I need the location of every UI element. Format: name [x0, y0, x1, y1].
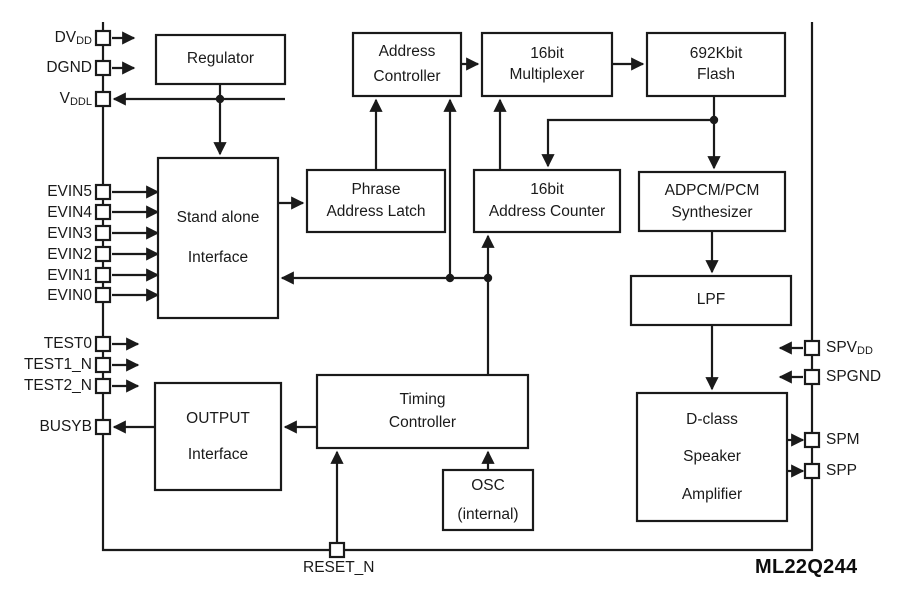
pin-box-evin1	[94, 266, 112, 284]
block-osc	[441, 468, 535, 532]
pin-box-dvdd	[94, 29, 112, 47]
pin-label-spp: SPP	[826, 463, 857, 479]
pin-label-dgnd: DGND	[0, 60, 92, 76]
pin-label-evin0-text: EVIN0	[47, 287, 92, 304]
pin-box-evin2	[94, 245, 112, 263]
block-stand-alone	[156, 156, 280, 320]
pin-label-reset-n-text: RESET_N	[303, 559, 375, 576]
pin-label-evin2-text: EVIN2	[47, 246, 92, 263]
pin-label-dvdd-text: DV	[54, 29, 77, 46]
pin-label-spgnd: SPGND	[826, 369, 881, 385]
block-phrase-latch	[305, 168, 447, 234]
pin-label-busyb-text: BUSYB	[39, 418, 92, 435]
pin-label-evin5-text: EVIN5	[47, 183, 92, 200]
block-adpcm	[637, 170, 787, 233]
pin-label-evin3-text: EVIN3	[47, 225, 92, 242]
pin-label-test1-n-text: TEST1_N	[23, 356, 92, 373]
pin-label-dvdd: DVDD	[0, 29, 92, 47]
wire-flash-to-counter	[541, 118, 714, 168]
block-output-interface	[153, 381, 283, 492]
pin-label-spgnd-text: SPGND	[826, 368, 882, 385]
pin-box-spvdd	[803, 339, 821, 357]
pin-box-vddl	[94, 90, 112, 108]
pin-box-test1-n	[94, 356, 112, 374]
pin-box-evin5	[94, 183, 112, 201]
block-address-counter	[472, 168, 622, 234]
block-timing-controller	[315, 373, 530, 450]
block-regulator	[154, 33, 287, 86]
pin-label-spvdd: SPVDD	[826, 339, 873, 357]
block-multiplexer	[480, 31, 614, 98]
part-number: ML22Q244	[755, 556, 858, 578]
pin-label-test1-n: TEST1_N	[0, 357, 92, 373]
pin-box-evin3	[94, 224, 112, 242]
pin-label-evin5: EVIN5	[0, 184, 92, 200]
pin-label-vddl: VDDL	[0, 90, 92, 108]
pin-box-dgnd	[94, 59, 112, 77]
pin-label-evin0: EVIN0	[0, 288, 92, 304]
pin-label-test2-n-text: TEST2_N	[23, 377, 92, 394]
chip-outline	[101, 22, 814, 552]
pin-label-evin4-text: EVIN4	[47, 204, 92, 221]
pin-label-busyb: BUSYB	[0, 419, 92, 435]
pin-label-dgnd-text: DGND	[46, 59, 92, 76]
pin-label-evin2: EVIN2	[0, 247, 92, 263]
pin-box-busyb	[94, 418, 112, 436]
pin-label-spp-text: SPP	[826, 462, 858, 479]
pin-box-spp	[803, 462, 821, 480]
pin-label-evin4: EVIN4	[0, 205, 92, 221]
pin-box-spm	[803, 431, 821, 449]
pin-box-test0	[94, 335, 112, 353]
pin-box-spgnd	[803, 368, 821, 386]
pin-label-spm-text: SPM	[826, 431, 860, 448]
pin-box-evin0	[94, 286, 112, 304]
pin-label-evin1: EVIN1	[0, 268, 92, 284]
pin-label-evin1-text: EVIN1	[47, 267, 92, 284]
pin-label-spvdd-sub: DD	[857, 345, 873, 357]
pin-label-vddl-sub: DDL	[69, 96, 92, 108]
pin-box-reset-n	[328, 541, 346, 559]
block-lpf	[629, 274, 793, 327]
block-dclass	[635, 391, 789, 523]
pin-box-test2-n	[94, 377, 112, 395]
pin-label-test0: TEST0	[0, 336, 92, 352]
junction-feedback-a	[445, 273, 455, 283]
pin-label-spm: SPM	[826, 432, 860, 448]
pin-label-dvdd-sub: DD	[76, 35, 92, 47]
pin-label-vddl-text: V	[59, 90, 70, 107]
pin-label-reset-n: RESET_N	[303, 560, 375, 576]
pin-label-evin3: EVIN3	[0, 226, 92, 242]
pin-label-test2-n: TEST2_N	[0, 378, 92, 394]
pin-label-test0-text: TEST0	[43, 335, 92, 352]
pin-label-spvdd-text: SPV	[826, 339, 858, 356]
block-flash	[645, 31, 787, 98]
block-address-controller	[351, 31, 463, 98]
junction-regulator	[215, 94, 225, 104]
pin-box-evin4	[94, 203, 112, 221]
